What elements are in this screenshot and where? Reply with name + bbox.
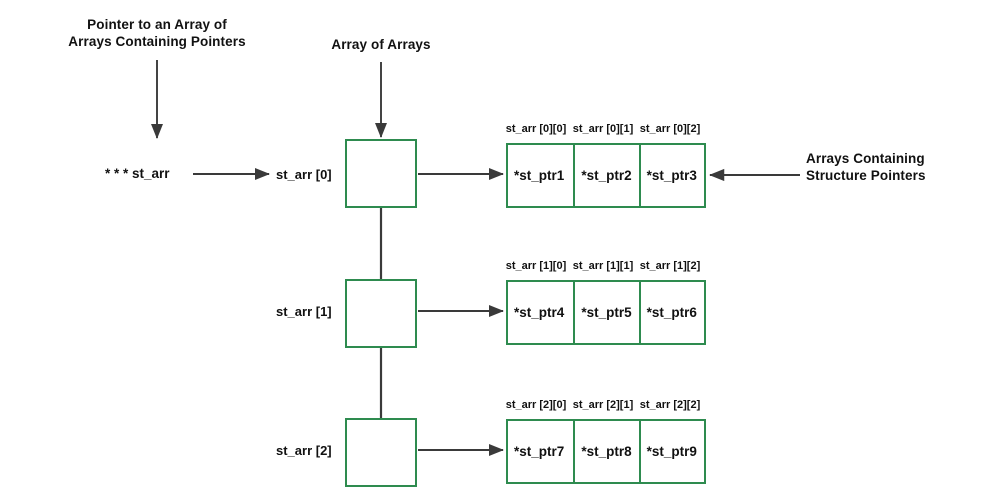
- annotation-pointer-to-array: Pointer to an Array of Arrays Containing…: [68, 17, 246, 49]
- cell-header-1-2: st_arr [1][2]: [639, 260, 701, 272]
- array-row-0: *st_ptr1 *st_ptr2 *st_ptr3: [506, 143, 706, 208]
- array-cell-0-0[interactable]: *st_ptr1: [514, 168, 565, 183]
- array-cell-1-2[interactable]: *st_ptr6: [638, 282, 704, 343]
- array-row-1: *st_ptr4 *st_ptr5 *st_ptr6: [506, 280, 706, 345]
- annotation-array-of-arrays: Array of Arrays: [331, 37, 431, 52]
- node-box-0[interactable]: [345, 139, 417, 208]
- cell-header-0-1: st_arr [0][1]: [572, 123, 634, 135]
- node-box-1[interactable]: [345, 279, 417, 348]
- cell-header-2-1: st_arr [2][1]: [572, 399, 634, 411]
- cell-header-2-0: st_arr [2][0]: [505, 399, 567, 411]
- node-label-0: st_arr [0]: [276, 167, 332, 182]
- node-label-1: st_arr [1]: [276, 304, 332, 319]
- array-row-2: *st_ptr7 *st_ptr8 *st_ptr9: [506, 419, 706, 484]
- array-cell-2-1[interactable]: *st_ptr8: [573, 421, 638, 482]
- array-cell-1-0[interactable]: *st_ptr4: [514, 305, 565, 320]
- cell-header-1-0: st_arr [1][0]: [505, 260, 567, 272]
- cell-header-0-2: st_arr [0][2]: [639, 123, 701, 135]
- cell-header-2-2: st_arr [2][2]: [639, 399, 701, 411]
- root-pointer-label: * * * st_arr: [105, 166, 170, 181]
- node-label-2: st_arr [2]: [276, 443, 332, 458]
- array-cell-0-2[interactable]: *st_ptr3: [638, 145, 704, 206]
- array-cell-1-1[interactable]: *st_ptr5: [573, 282, 638, 343]
- array-cell-2-2[interactable]: *st_ptr9: [638, 421, 704, 482]
- array-cell-0-1[interactable]: *st_ptr2: [573, 145, 638, 206]
- annotation-arrays-containing-structure-pointers: Arrays Containing Structure Pointers: [806, 151, 926, 183]
- node-box-2[interactable]: [345, 418, 417, 487]
- cell-header-0-0: st_arr [0][0]: [505, 123, 567, 135]
- cell-header-1-1: st_arr [1][1]: [572, 260, 634, 272]
- array-cell-2-0[interactable]: *st_ptr7: [514, 444, 565, 459]
